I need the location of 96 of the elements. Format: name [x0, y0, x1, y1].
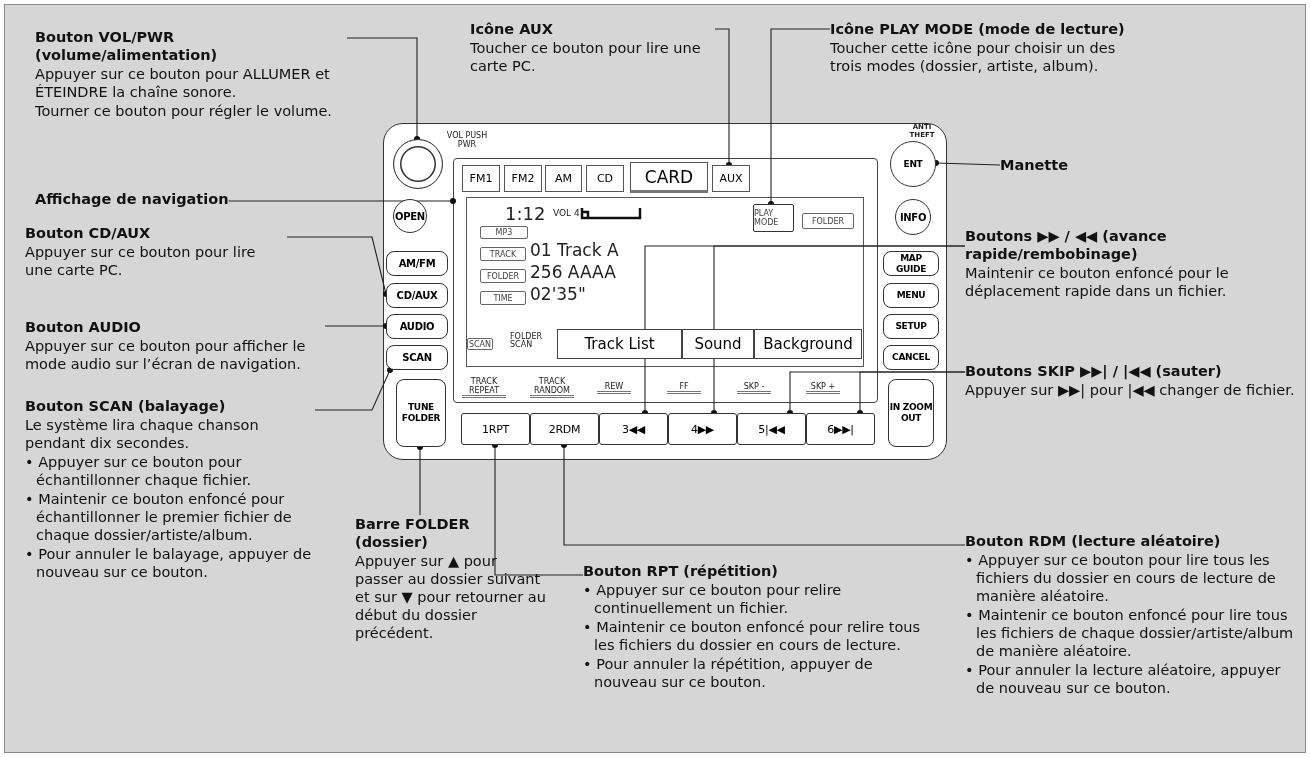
callout-text: Appuyer sur ce bouton pour lire une carte PC. [25, 243, 257, 279]
callout-heading: Bouton RDM (lecture aléatoire) [965, 532, 1222, 550]
leader-line [561, 442, 966, 546]
callout-heading: Bouton VOL/PWR (volume/alimentation) [35, 28, 219, 64]
device-button: SETUP [883, 314, 939, 339]
callout-heading: Barre FOLDER (dossier) [355, 515, 471, 551]
menu-cell: Track List [557, 329, 682, 359]
leader-line [314, 367, 393, 411]
callout-text: Toucher ce bouton pour lire une carte PC. [470, 39, 702, 75]
preset-button: 3◀◀ [599, 413, 668, 445]
leader-line [492, 442, 584, 576]
bullet-item: • Maintenir ce bouton enfoncé pour relire tous les fichiers du dossier en cours de lecture. [583, 618, 921, 654]
bullet-item: • Maintenir ce bouton enfoncé pour échantillonner le premier fichier de chaque dossier/artiste/album. [25, 490, 293, 544]
bullet-item: • Pour annuler le balayage, appuyer de nouveau sur ce bouton. [25, 545, 313, 581]
leader-line [768, 28, 831, 207]
callout-heading: Bouton CD/AUX [25, 224, 152, 242]
audio-unit-panel [383, 123, 947, 460]
display-tag: PLAY MODE [753, 204, 794, 232]
preset-button: 5|◀◀ [737, 413, 806, 445]
preset-button: 1RPT [461, 413, 530, 445]
display-tag: FOLDER [802, 213, 854, 229]
callout-heading: Bouton SCAN (balayage) [25, 397, 227, 415]
rocker-button: TUNE FOLDER [396, 379, 446, 447]
button-caption: FF [667, 382, 701, 394]
leader-line [227, 198, 456, 204]
track-readout: 01 Track A [530, 240, 619, 260]
leader-line [346, 37, 420, 142]
button-caption: SKP - [737, 382, 771, 394]
callout-heading: Icône AUX [470, 20, 554, 38]
rotary-knob [393, 139, 443, 189]
menu-cell: Background [754, 329, 862, 359]
callout-text: Maintenir ce bouton enfoncé pour le déplacement rapide dans un fichier. [965, 264, 1230, 300]
source-tab: AUX [712, 165, 750, 192]
callout-text: Appuyer sur ce bouton pour ALLUMER et ÉTEINDRE la chaîne sonore. [35, 65, 331, 101]
display-label: FOLDER SCAN [510, 333, 544, 349]
device-button: CANCEL [883, 345, 939, 370]
preset-button: 2RDM [530, 413, 599, 445]
callout-text: Appuyer sur ▶▶| pour |◀◀ changer de fichier. [965, 381, 1295, 399]
device-button: SCAN [386, 345, 448, 370]
leader-line [857, 371, 966, 416]
device-button: CD/AUX [386, 283, 448, 308]
display-tag: TRACK [480, 247, 526, 261]
leader-line [417, 444, 423, 516]
menu-cell: Sound [682, 329, 754, 359]
bullet-item: • Pour annuler la lecture aléatoire, appuyer de nouveau sur ce bouton. [965, 661, 1282, 697]
callout-heading: Bouton RPT (répétition) [583, 562, 779, 580]
leader-line [711, 245, 966, 416]
callout-heading: Icône PLAY MODE (mode de lecture) [830, 20, 1126, 38]
callout-heading: Boutons SKIP ▶▶| / |◀◀ (sauter) [965, 362, 1223, 380]
source-tab: CARD [630, 162, 708, 193]
button-caption: TRACK RANDOM [530, 377, 574, 398]
callout-text: Tourner ce bouton pour régler le volume. [35, 102, 333, 120]
device-button: AUDIO [386, 314, 448, 339]
display-tag: MP3 [480, 226, 528, 239]
source-tab: CD [586, 165, 624, 192]
rocker-button: IN ZOOM OUT [888, 379, 934, 447]
callout-text: Appuyer sur ce bouton pour afficher le mode audio sur l’écran de navigation. [25, 337, 307, 373]
clock-readout: 1:12 [505, 203, 546, 224]
callout-text: Le système lira chaque chanson pendant dix secondes. [25, 416, 260, 452]
button-caption: SKP + [806, 382, 840, 394]
rotary-knob: ENT [890, 141, 936, 187]
bullet-item: • Pour annuler la répétition, appuyer de nouveau sur ce bouton. [583, 655, 874, 691]
preset-button: 6▶▶| [806, 413, 875, 445]
preset-button: 4▶▶ [668, 413, 737, 445]
leader-line [933, 160, 1001, 166]
callout-heading: Affichage de navigation [35, 190, 229, 208]
callout-heading: Manette [1000, 156, 1069, 174]
source-tab: FM1 [462, 165, 500, 192]
display-tag: TIME [480, 291, 526, 305]
device-button: MAP GUIDE [883, 251, 939, 276]
bullet-item: • Appuyer sur ce bouton pour relire continuellement un fichier. [583, 581, 843, 617]
display-bezel [453, 158, 878, 403]
bullet-item: • Maintenir ce bouton enfoncé pour lire tous les fichiers de chaque dossier/artiste/album de manière aléatoire. [965, 606, 1295, 660]
leader-line [714, 28, 732, 168]
round-button: OPEN [393, 199, 427, 233]
volume-readout: VOL 4 [553, 208, 580, 218]
button-caption: REW [597, 382, 631, 394]
device-button: AM/FM [386, 251, 448, 276]
bullet-item: • Appuyer sur ce bouton pour lire tous les fichiers du dossier en cours de lecture de manière aléatoire. [965, 551, 1277, 605]
folder-readout: 256 AAAA [530, 262, 616, 282]
leader-line [286, 236, 389, 297]
display-tag: FOLDER [480, 269, 526, 283]
callout-text: Toucher cette icône pour choisir un des trois modes (dossier, artiste, album). [830, 39, 1117, 75]
callout-heading: Boutons ▶▶ / ◀◀ (avance rapide/rembobinage) [965, 227, 1168, 263]
bullet-item: • Appuyer sur ce bouton pour échantillonner chaque fichier. [25, 453, 253, 489]
callout-text: Appuyer sur ▲ pour passer au dossier suivant et sur ▼ pour retourner au début du dossier précédent. [355, 552, 547, 642]
source-tab: AM [545, 165, 582, 192]
display-tag: SCAN [467, 338, 493, 350]
round-button: INFO [895, 199, 931, 235]
source-tab: FM2 [504, 165, 542, 192]
device-label: VOL PUSH PWR [445, 131, 489, 149]
button-caption: TRACK REPEAT [462, 377, 506, 398]
time-readout: 02'35" [530, 284, 586, 304]
leader-line [324, 323, 389, 329]
callout-heading: Bouton AUDIO [25, 318, 142, 336]
device-button: MENU [883, 283, 939, 308]
